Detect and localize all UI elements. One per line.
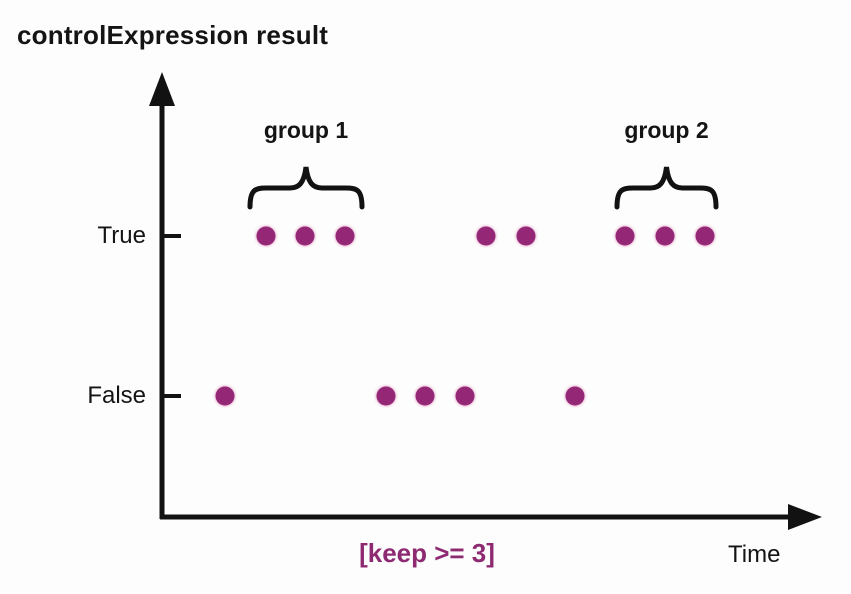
x-axis-label: Time xyxy=(728,541,781,568)
chart-title: controlExpression result xyxy=(17,20,329,50)
ticks-and-braces xyxy=(163,166,719,398)
data-point-false xyxy=(215,386,235,406)
data-point-true xyxy=(615,226,635,246)
data-point-false xyxy=(565,386,585,406)
data-point-true xyxy=(516,226,536,246)
data-point-true xyxy=(695,226,715,246)
data-point-false xyxy=(415,386,435,406)
group-brace xyxy=(247,166,365,210)
y-axis-arrowhead xyxy=(149,72,175,106)
group-2-label: group 2 xyxy=(624,117,709,143)
group-brace xyxy=(614,166,719,210)
data-point-true xyxy=(476,226,496,246)
y-tick-label-true: True xyxy=(97,222,146,249)
filter-condition-label: [keep >= 3] xyxy=(359,538,495,568)
data-point-true xyxy=(335,226,355,246)
data-point-true xyxy=(295,226,315,246)
data-point-false xyxy=(455,386,475,406)
data-point-true xyxy=(655,226,675,246)
y-tick-label-false: False xyxy=(87,382,146,409)
data-point-true xyxy=(256,226,276,246)
data-point-false xyxy=(376,386,396,406)
group-1-label: group 1 xyxy=(263,117,349,143)
x-axis-arrowhead xyxy=(788,504,822,530)
